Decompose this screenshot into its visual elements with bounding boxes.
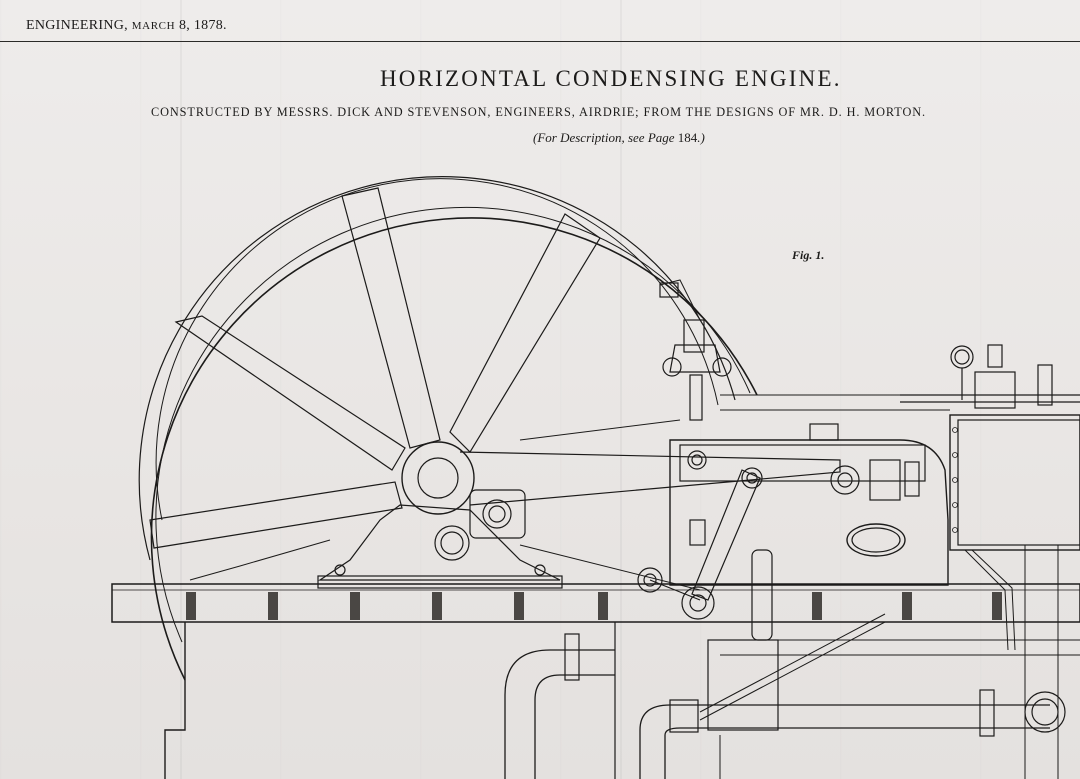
flywheel — [138, 176, 758, 681]
header-month: March — [131, 20, 176, 32]
masonry-bed — [164, 622, 616, 779]
reference-text: For Description, see Page — [537, 130, 675, 145]
foundation-girder — [111, 583, 1080, 623]
reference-page: 184 — [677, 130, 698, 145]
journal-header: ENGINEERING, March 8, 1878. — [26, 18, 227, 34]
reference-close: .) — [697, 130, 705, 145]
description-reference: (For Description, see Page 184.) — [533, 130, 705, 146]
journal-name: ENGINEERING, — [26, 18, 128, 33]
page-title: HORIZONTAL CONDENSING ENGINE. — [380, 66, 842, 91]
page-subtitle: CONSTRUCTED BY MESSRS. DICK AND STEVENSO… — [151, 105, 926, 119]
governor — [659, 279, 732, 421]
header-rule — [0, 41, 1080, 42]
pipework — [504, 545, 1080, 779]
reference-open: ( — [533, 130, 538, 145]
cylinder — [900, 344, 1080, 551]
crank-pedestal — [317, 489, 563, 589]
figure-label: Fig. 1. — [792, 248, 825, 262]
header-date: 8, 1878. — [178, 18, 227, 33]
engine-frame — [669, 423, 949, 586]
flywheel-spokes — [149, 187, 601, 581]
